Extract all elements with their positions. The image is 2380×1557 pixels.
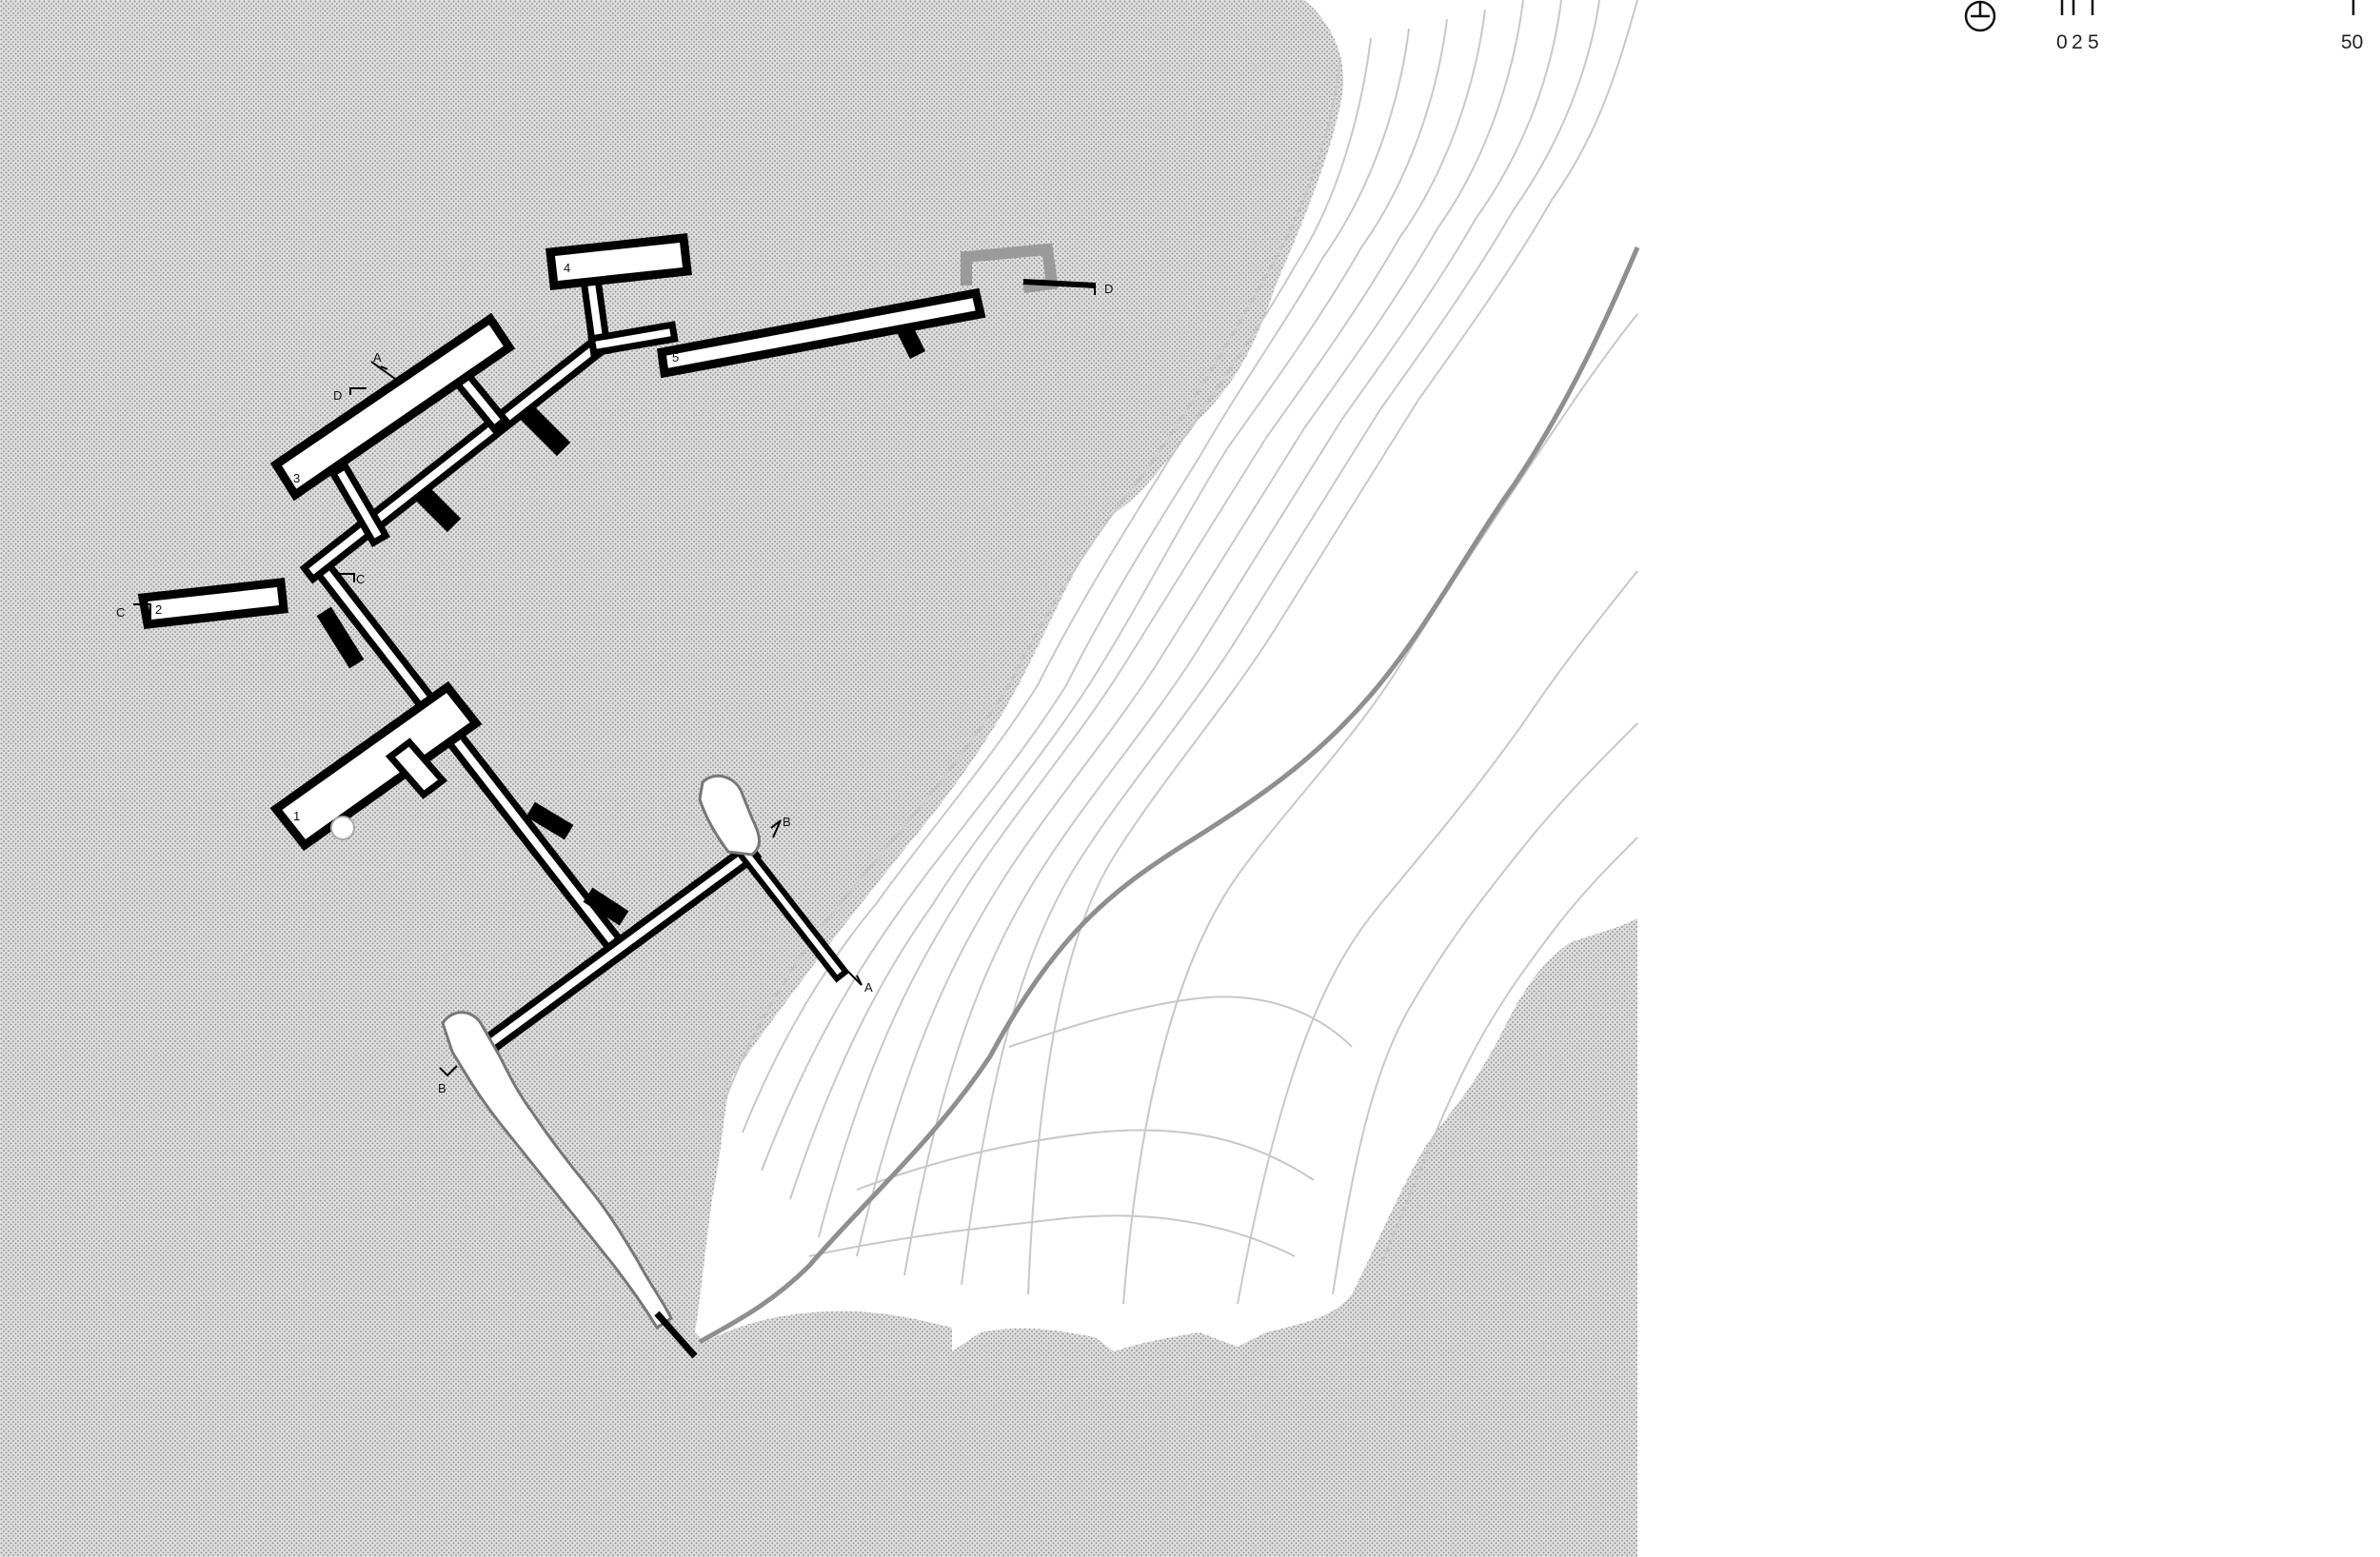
- lower-galleries: [441, 774, 761, 1330]
- contour-lines: [723, 0, 1638, 1305]
- section-label-a-top: A: [373, 350, 382, 365]
- lower-gallery-exit: [654, 1311, 698, 1359]
- room-label-1: 1: [293, 809, 300, 823]
- section-markers: [133, 283, 1096, 1077]
- scale-label-0: 0: [2056, 31, 2068, 53]
- room-label-5: 5: [672, 350, 679, 365]
- scale-bar: [2060, 0, 2355, 15]
- scale-label-50: 50: [2341, 31, 2363, 53]
- room-label-2: 2: [155, 602, 162, 617]
- tunnels: [299, 264, 926, 1062]
- room-label-3: 3: [293, 471, 300, 485]
- north-arrow-icon: [1964, 0, 1996, 32]
- existing-structure-end: [1022, 279, 1096, 288]
- room-3: [269, 312, 516, 502]
- ground-rock-area: [0, 0, 1637, 1557]
- room-1: [269, 680, 483, 852]
- room-5: [656, 287, 986, 379]
- section-label-c-left: C: [116, 605, 125, 620]
- room-2: [137, 578, 288, 629]
- section-label-c-right: C: [356, 572, 365, 586]
- section-label-d-right: D: [1104, 282, 1113, 296]
- room-4: [545, 233, 692, 290]
- path-line: [698, 246, 1640, 1345]
- scale-label-5: 5: [2088, 31, 2099, 53]
- scale-label-2: 2: [2072, 31, 2083, 53]
- section-label-a-bottom: A: [864, 980, 873, 995]
- section-label-b-bottom: B: [438, 1081, 446, 1095]
- room-label-4: 4: [564, 261, 570, 275]
- section-label-d-left: D: [333, 388, 342, 403]
- section-label-b-top: B: [783, 815, 791, 829]
